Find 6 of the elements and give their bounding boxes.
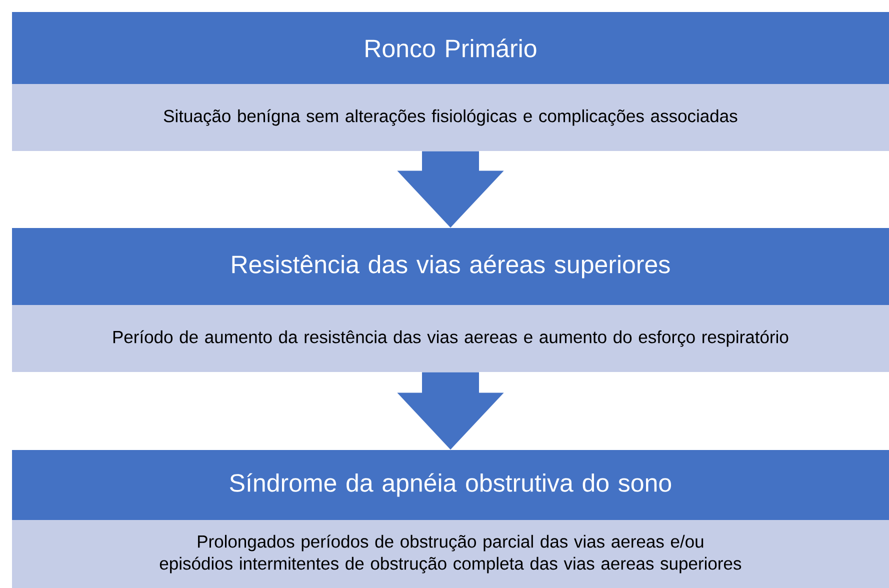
- stage-box: Resistência das vias aéreas superiores Período de aumento da resistência das vias aereas e aumento do esforço respiratório: [12, 228, 889, 372]
- node-label: Situação benígna sem alterações fisiológicas e complicações associadas: [164, 109, 738, 126]
- node-label: Prolongados períodos de obstrução parcial das vias aereas e/ou episódios intermitentes de obstrução completa das vias aereas superiores: [160, 534, 742, 574]
- stage-box: Ronco Primário Situação benígna sem alterações fisiológicas e complicações associadas: [12, 12, 889, 151]
- stage-box: Síndrome da apnéia obstrutiva do sono Prolongados períodos de obstrução parcial das vias aereas e/ou episódios intermitentes de obstrução completa das vias aereas superiores: [12, 450, 889, 588]
- node-label: Período de aumento da resistência das vias aereas e aumento do esforço respiratório: [113, 330, 788, 347]
